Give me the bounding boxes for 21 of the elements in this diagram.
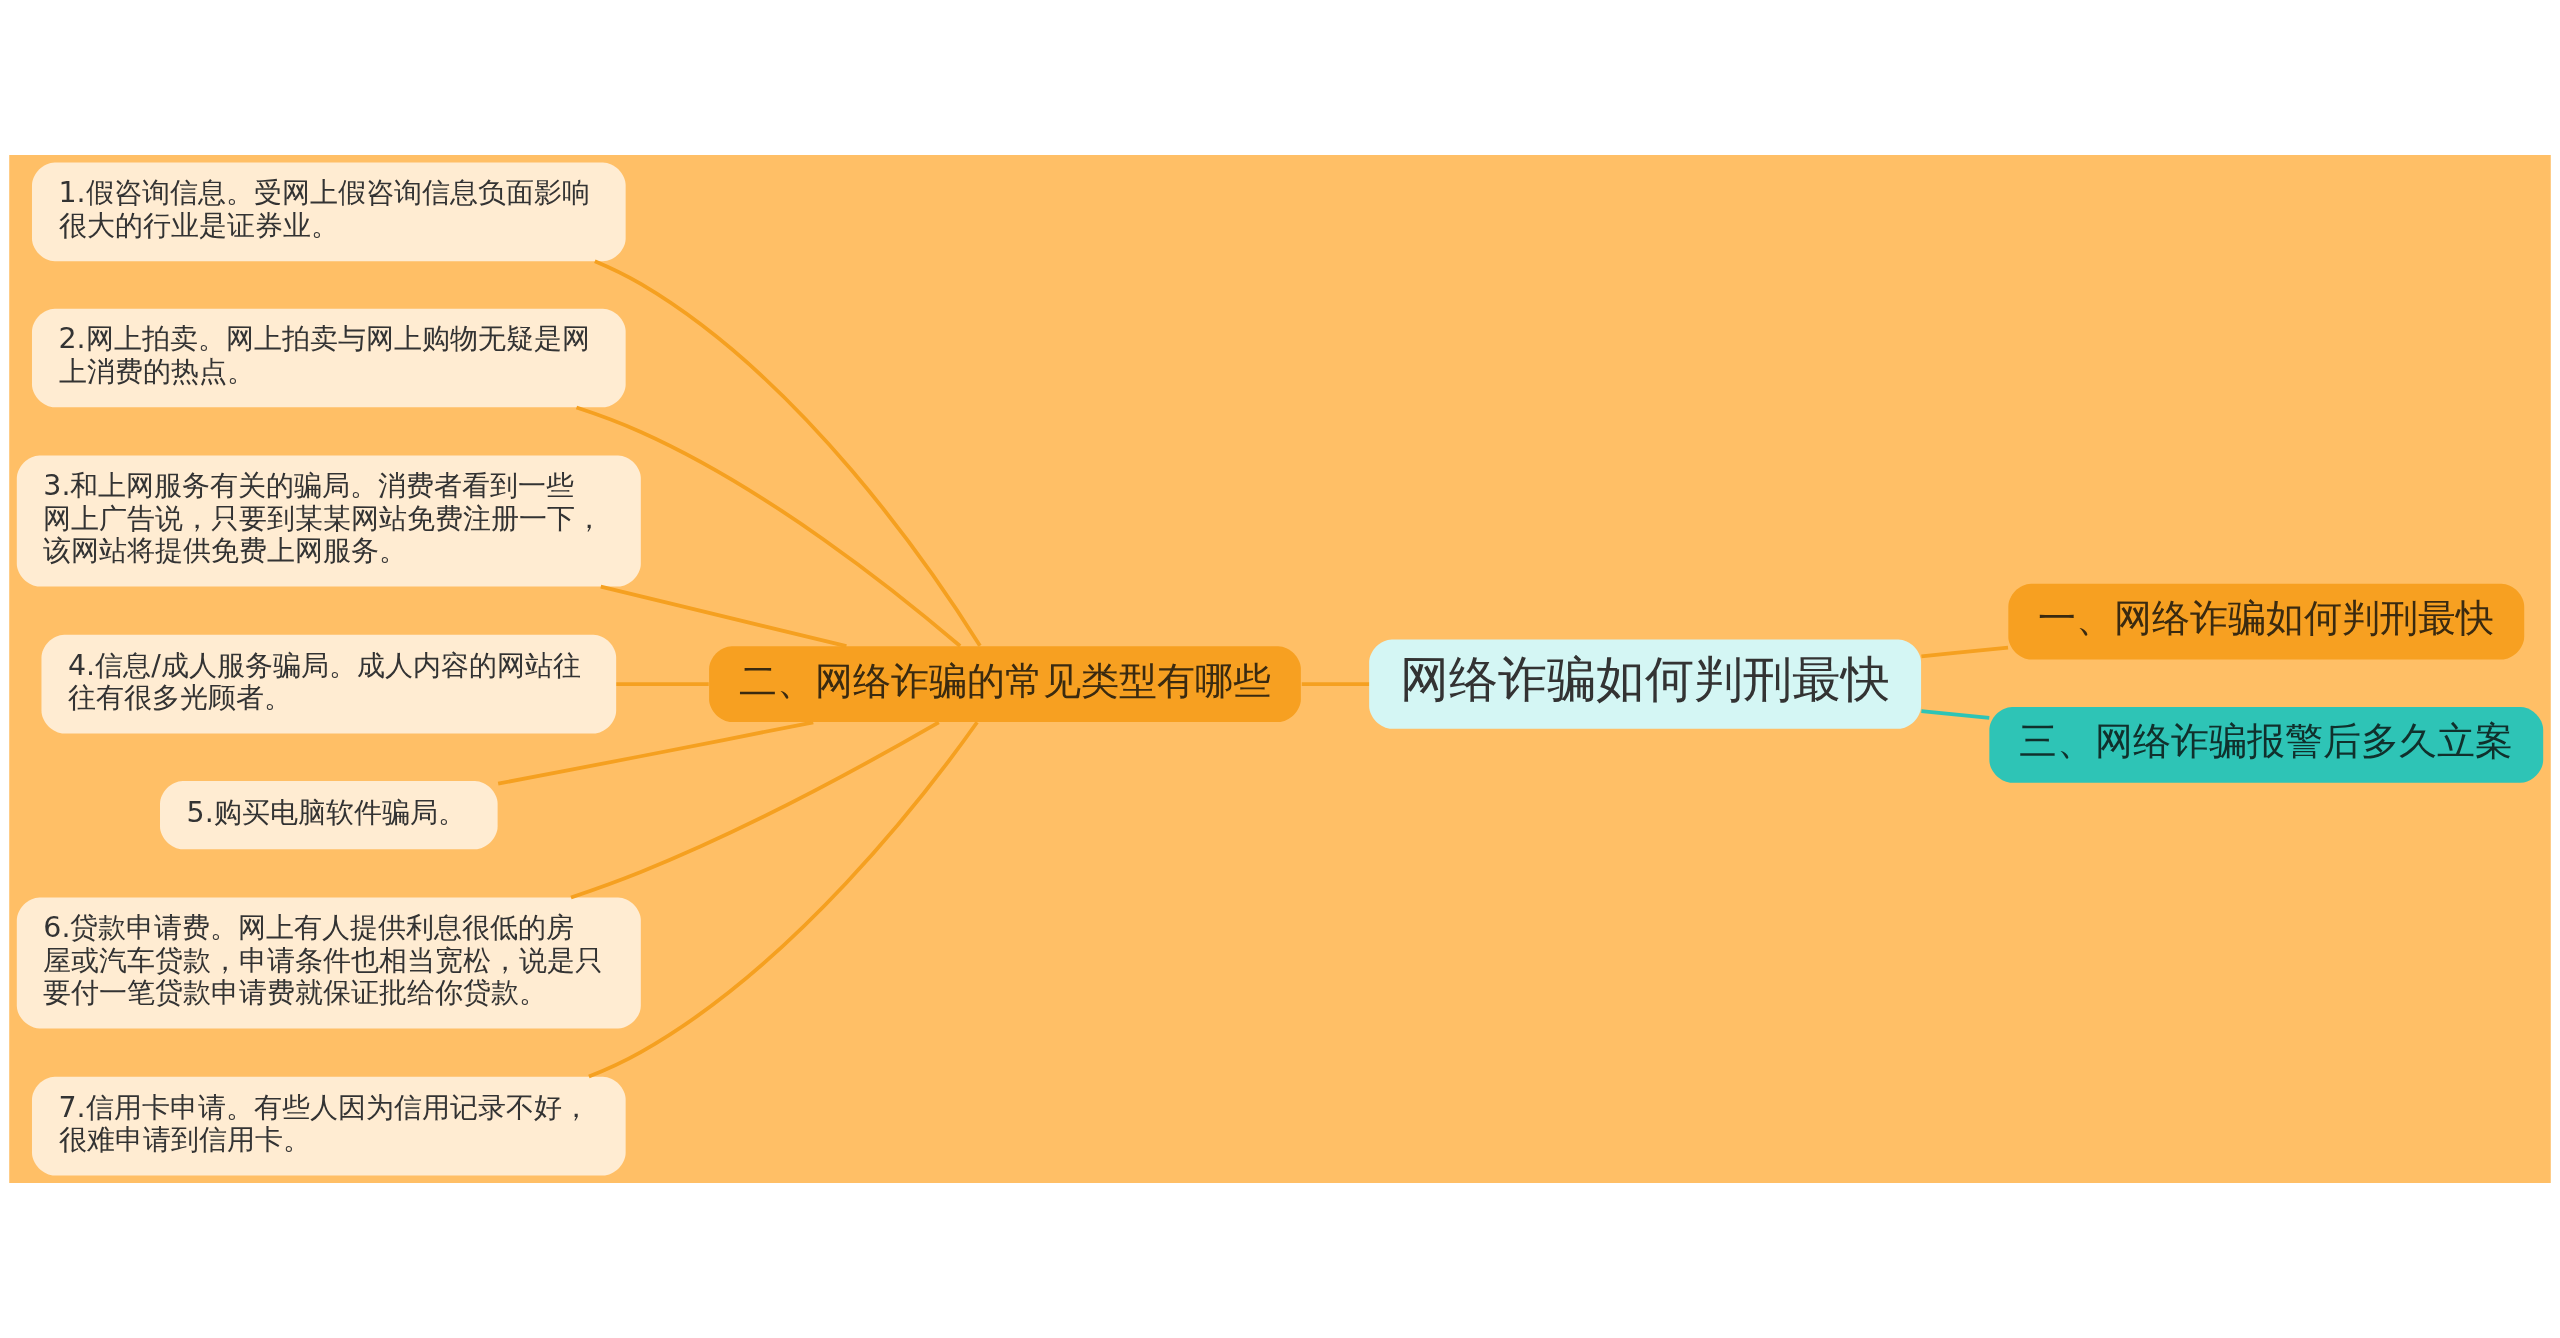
connector <box>1921 645 2009 659</box>
node-box: 7.信用卡申请。有些人因为信用记录不好，很难申请到信用卡。 <box>32 1076 626 1176</box>
connector <box>1301 682 1370 687</box>
node-box: 2.网上拍卖。网上拍卖与网上购物无疑是网上消费的热点。 <box>32 308 626 408</box>
node-box: 5.购买电脑软件骗局。 <box>160 780 498 850</box>
connector <box>600 584 847 648</box>
node-box: 网络诈骗如何判刑最快 <box>1369 639 1922 729</box>
connector <box>588 721 979 1079</box>
node-box: 三、网络诈骗报警后多久立案 <box>1989 706 2544 783</box>
connector <box>575 405 962 648</box>
node-box: 1.假咨询信息。受网上假咨询信息负面影响很大的行业是证券业。 <box>32 162 626 262</box>
connector <box>616 682 709 687</box>
connector <box>1921 709 1990 720</box>
connector <box>497 720 814 786</box>
node-box: 3.和上网服务有关的骗局。消费者看到一些网上广告说，只要到某某网站免费注册一下，该网站将提供免费上网服务。 <box>16 455 641 587</box>
node-box: 一、网络诈骗如何判刑最快 <box>2008 583 2525 660</box>
connector <box>594 259 982 647</box>
connector <box>570 720 940 900</box>
node-box: 6.贷款申请费。网上有人提供利息很低的房屋或汽车贷款，申请条件也相当宽松，说是只要付一笔贷款申请费就保证批给你贷款。 <box>16 897 641 1029</box>
node-box: 4.信息/成人服务骗局。成人内容的网站往往有很多光顾者。 <box>41 634 617 734</box>
node-box: 二、网络诈骗的常见类型有哪些 <box>709 646 1301 723</box>
